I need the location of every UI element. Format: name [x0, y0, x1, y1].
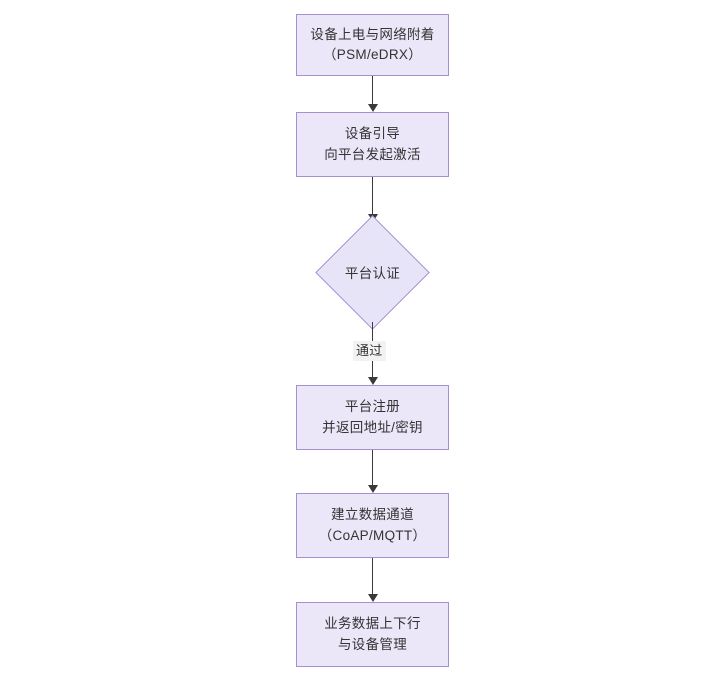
node-register[interactable]: 平台注册 并返回地址/密钥	[296, 385, 449, 450]
node-bootstrap-line-2: 向平台发起激活	[324, 146, 421, 162]
node-data-line-2: 与设备管理	[338, 636, 407, 652]
node-bootstrap[interactable]: 设备引导 向平台发起激活	[296, 112, 449, 177]
node-auth-label: 平台认证	[344, 266, 401, 281]
edge-3-label: 通过	[353, 341, 386, 362]
node-data-line-1: 业务数据上下行	[324, 616, 421, 632]
edge-5-line	[372, 558, 373, 594]
node-channel[interactable]: 建立数据通道 （CoAP/MQTT）	[296, 493, 449, 558]
node-register-line-2: 并返回地址/密钥	[322, 419, 423, 435]
node-channel-line-2: （CoAP/MQTT）	[318, 527, 427, 543]
edge-4-arrow-icon	[367, 485, 378, 493]
node-power-on-line-2: （PSM/eDRX）	[322, 47, 423, 62]
node-power-on-line-1: 设备上电与网络附着	[310, 26, 435, 42]
node-bootstrap-line-1: 设备引导	[344, 126, 401, 142]
edge-4-line	[372, 450, 373, 485]
edge-1-arrow-icon	[367, 104, 378, 112]
edge-1-line	[372, 76, 373, 104]
node-power-on[interactable]: 设备上电与网络附着 （PSM/eDRX）	[296, 14, 449, 76]
node-channel-line-1: 建立数据通道	[331, 507, 414, 523]
edge-5-arrow-icon	[367, 594, 378, 602]
node-auth[interactable]: 平台认证	[315, 214, 430, 330]
edge-3-arrow-icon	[367, 377, 378, 385]
node-register-line-1: 平台注册	[344, 399, 401, 415]
node-data[interactable]: 业务数据上下行 与设备管理	[296, 602, 449, 667]
edge-2-line	[372, 177, 373, 214]
